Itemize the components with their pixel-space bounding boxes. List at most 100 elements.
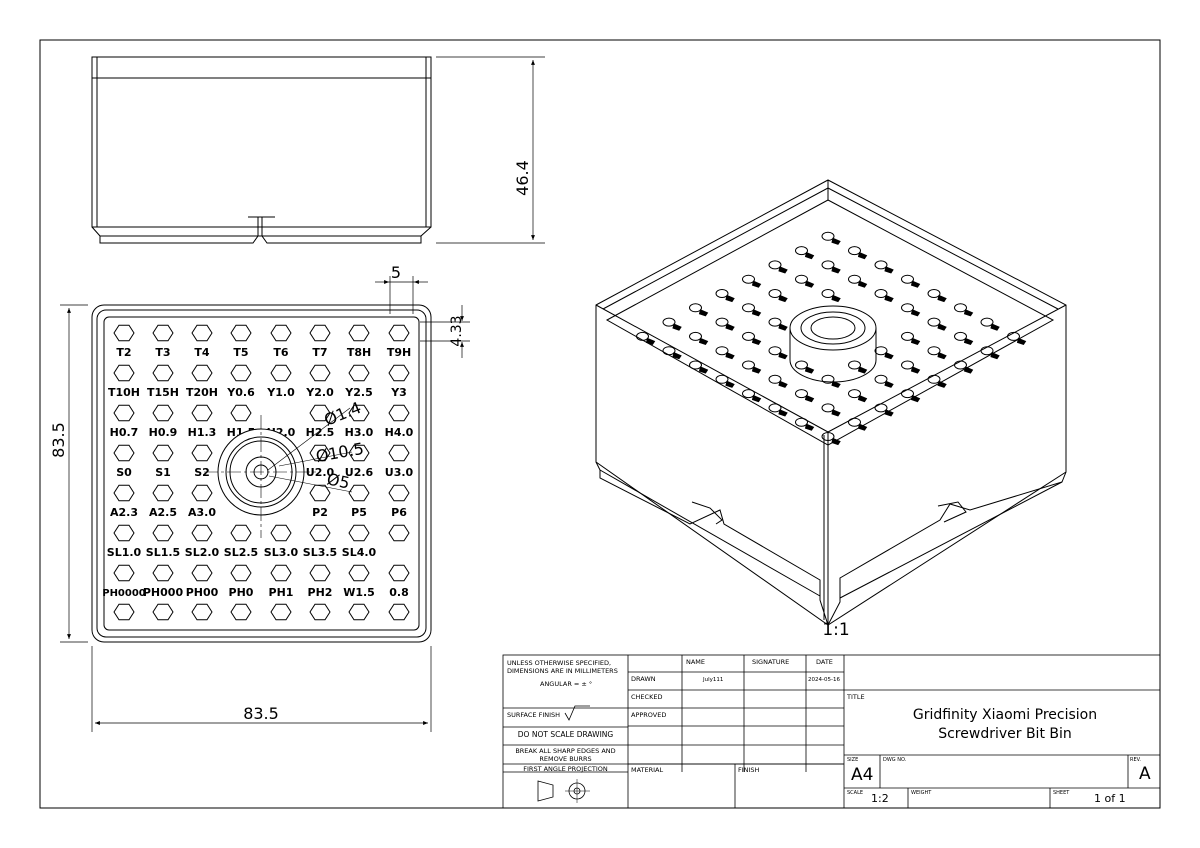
bit-label: H1.3 xyxy=(188,426,217,439)
bit-label: T6 xyxy=(273,346,289,359)
bit-hex-slot xyxy=(388,324,410,342)
bit-hex-slot xyxy=(113,603,135,621)
iso-bit-hole xyxy=(848,246,861,256)
iso-bit-hole xyxy=(689,360,702,370)
iso-bit-hole xyxy=(901,331,914,341)
iso-bit-label-mark xyxy=(937,294,947,303)
iso-bit-label-mark xyxy=(857,394,868,403)
bit-hex-slot xyxy=(348,404,370,422)
bit-label: W1.5 xyxy=(343,586,375,599)
bit-hex-slot xyxy=(191,603,213,621)
dia-small-label: Ø1.4 xyxy=(321,398,363,430)
center-boss xyxy=(204,407,353,538)
bit-label: SL3.5 xyxy=(303,546,337,559)
bit-hex-slot xyxy=(309,364,331,382)
iso-bit-label-mark xyxy=(937,380,947,388)
bit-hex-slot xyxy=(152,603,174,621)
bit-hex-slot xyxy=(309,324,331,342)
bit-hex-slot xyxy=(309,404,331,422)
iso-bit-label-mark xyxy=(751,394,762,403)
bit-hex-slot xyxy=(388,404,410,422)
drawn-date-value: 2024-05-16 xyxy=(808,677,840,683)
bit-hex-slot xyxy=(152,364,174,382)
bit-hex-slot xyxy=(348,603,370,621)
iso-bit-hole xyxy=(742,331,755,341)
col-name-header: NAME xyxy=(686,658,706,666)
bit-label: PH000 xyxy=(143,586,184,599)
width-dim-label: 83.5 xyxy=(243,704,279,723)
bit-label: Y2.5 xyxy=(344,386,372,399)
iso-bit-label-mark xyxy=(884,380,894,388)
iso-bit-label-mark xyxy=(990,323,1000,331)
bit-hex-slot xyxy=(270,364,292,382)
dwg-no-label: DWG NO. xyxy=(883,757,907,763)
iso-bit-label-mark xyxy=(963,337,974,345)
bit-hex-slot xyxy=(348,524,370,542)
height-dim-label: 46.4 xyxy=(513,160,532,196)
iso-bit-label-mark xyxy=(937,323,947,331)
col-date-header: DATE xyxy=(816,658,833,666)
bit-label: PH00 xyxy=(186,586,219,599)
iso-bit-hole xyxy=(927,289,941,298)
bit-label: S2 xyxy=(194,466,210,479)
iso-bit-label-mark xyxy=(910,337,921,345)
bit-label: P5 xyxy=(351,506,367,519)
iso-bit-label-mark xyxy=(804,366,815,374)
material-label: MATERIAL xyxy=(631,766,664,774)
iso-bit-hole xyxy=(795,389,808,399)
iso-bit-hole xyxy=(901,274,914,284)
iso-bit-label-mark xyxy=(831,380,841,388)
iso-bit-label-mark xyxy=(963,309,974,317)
iso-bit-label-mark xyxy=(1016,337,1027,345)
surface-finish-label: SURFACE FINISH xyxy=(507,711,561,719)
iso-bit-hole xyxy=(874,346,888,356)
iso-bit-holes xyxy=(636,231,1027,446)
iso-bit-hole xyxy=(768,289,782,298)
bit-hex-slot xyxy=(348,324,370,342)
drawing-title-line2: Screwdriver Bit Bin xyxy=(938,726,1072,742)
scale-value: 1:2 xyxy=(871,792,889,805)
bit-hex-grid xyxy=(113,324,410,621)
bit-hex-slot xyxy=(309,484,331,502)
bit-label: A3.0 xyxy=(188,506,216,519)
row-approved-label: APPROVED xyxy=(631,711,667,719)
bit-hex-slot xyxy=(113,524,135,542)
bit-hex-slot xyxy=(152,524,174,542)
size-field-label: SIZE xyxy=(847,757,859,763)
iso-bit-hole xyxy=(927,317,941,327)
general-note: UNLESS OTHERWISE SPECIFIED, DIMENSIONS A… xyxy=(507,659,618,675)
iso-bit-label-mark xyxy=(751,280,762,288)
iso-bit-label-mark xyxy=(778,380,788,388)
size-value: A4 xyxy=(851,765,874,785)
iso-bit-hole xyxy=(848,389,861,399)
bit-label: U3.0 xyxy=(385,466,414,479)
sheet-field-label: SHEET xyxy=(1053,790,1070,796)
bit-hex-slot xyxy=(388,484,410,502)
iso-bit-label-mark xyxy=(725,352,735,360)
top-view-dimensions xyxy=(60,276,470,732)
bit-hex-slot xyxy=(388,444,410,462)
bit-hex-slot xyxy=(230,364,252,382)
iso-bit-label-mark xyxy=(698,309,709,317)
bit-label: Y2.0 xyxy=(305,386,334,399)
wall-offset-label: 5 xyxy=(391,263,401,282)
iso-bit-hole xyxy=(848,360,861,370)
projection-label: FIRST ANGLE PROJECTION xyxy=(523,765,608,773)
iso-bit-hole xyxy=(768,346,782,356)
bit-hex-slot xyxy=(113,324,135,342)
iso-bit-hole xyxy=(821,260,835,270)
bit-hex-slot xyxy=(309,603,331,621)
bit-hex-slot xyxy=(113,404,135,422)
bit-label: T20H xyxy=(186,386,218,399)
iso-bit-hole xyxy=(768,317,782,327)
iso-bit-hole xyxy=(742,303,755,313)
drawing-title-line1: Gridfinity Xiaomi Precision xyxy=(912,707,1098,723)
bit-hex-slot xyxy=(309,444,331,462)
rev-field-label: REV. xyxy=(1130,757,1141,763)
bit-label: P6 xyxy=(391,506,407,519)
iso-bit-hole xyxy=(795,274,808,284)
front-view xyxy=(91,56,432,244)
iso-bit-hole xyxy=(715,346,729,356)
bit-hex-slot xyxy=(270,524,292,542)
bit-label: SL3.0 xyxy=(264,546,299,559)
